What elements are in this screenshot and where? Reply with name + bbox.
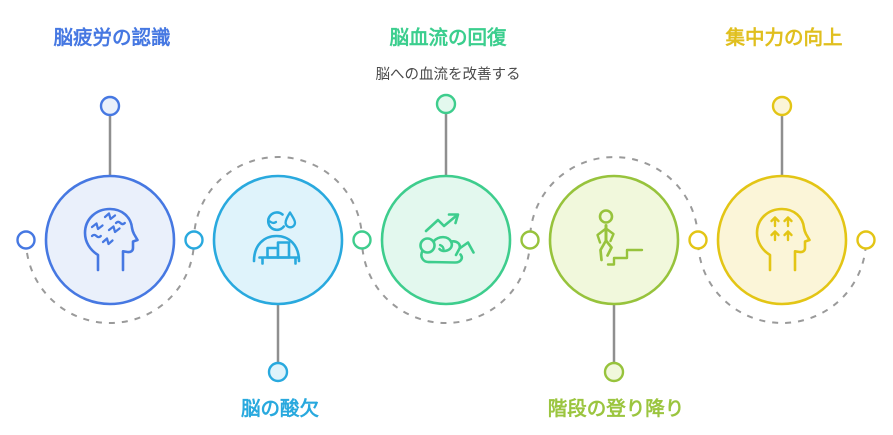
wave-dot-4 [520, 230, 540, 250]
rising-arrow-head [447, 213, 460, 225]
person-head [598, 209, 614, 224]
up-arrow [783, 216, 793, 228]
step1-label: 脳疲労の認識 [52, 26, 171, 49]
sweat-drop [284, 211, 297, 229]
step3-circle [380, 174, 512, 306]
stairs-climb-icon [596, 209, 644, 266]
shoulders-outline [252, 234, 301, 263]
head-outline [83, 207, 139, 272]
person-legs-bent [449, 240, 475, 257]
wave-dot-5 [688, 230, 708, 250]
stem-dot-step5 [771, 95, 793, 117]
person-leg-right [604, 239, 613, 257]
head-outline [755, 207, 811, 272]
head-outline [266, 211, 286, 232]
step3-sublabel: 脳への血流を改善する [376, 66, 521, 83]
stem-dot-step4 [603, 361, 625, 383]
situp-rising-arrow-icon [419, 213, 475, 264]
wave-dot-1 [16, 230, 36, 250]
fatigue-squiggle [107, 225, 121, 234]
step4-circle [548, 174, 680, 306]
person-sweating-desk-icon [252, 211, 301, 265]
fatigue-squiggle [101, 237, 114, 246]
desk-bar-small [266, 246, 280, 259]
step5-circle [716, 174, 848, 306]
person-arm [438, 243, 445, 252]
step3-label: 脳血流の回復 [388, 26, 507, 49]
step5-label: 集中力の向上 [724, 26, 842, 49]
fatigued-head-icon [83, 207, 139, 272]
person-arm-left [596, 227, 608, 244]
up-arrow [770, 230, 780, 242]
person-leg-left [599, 239, 608, 262]
head-up-arrows-icon [755, 207, 811, 272]
person-lower-body [420, 249, 464, 264]
wave-dot-2 [184, 230, 204, 250]
rising-arrow-shaft [424, 214, 458, 233]
desk-line [258, 256, 300, 265]
fatigue-squiggle [114, 220, 126, 226]
fatigue-squiggle [90, 222, 104, 231]
stem-dot-step1 [99, 95, 121, 117]
closed-eye [268, 220, 278, 225]
stairs-steps [606, 248, 644, 266]
desk-bar-tall [276, 241, 291, 259]
wave-dot-6 [856, 230, 876, 250]
up-arrow [770, 216, 780, 228]
person-arm-right [604, 227, 615, 243]
person-head [419, 237, 436, 254]
step2-label: 脳の酸欠 [240, 397, 320, 420]
step1-circle [44, 174, 176, 306]
step4-label: 階段の登り降り [548, 397, 685, 420]
stem-dot-step2 [267, 361, 289, 383]
stem-dot-step3 [435, 93, 457, 115]
fatigue-squiggle [90, 233, 102, 239]
wave-dot-3 [352, 230, 372, 250]
up-arrow [783, 230, 793, 242]
dashed-wave-connector [25, 156, 867, 324]
fatigue-squiggle [103, 212, 117, 221]
step2-circle [212, 174, 344, 306]
